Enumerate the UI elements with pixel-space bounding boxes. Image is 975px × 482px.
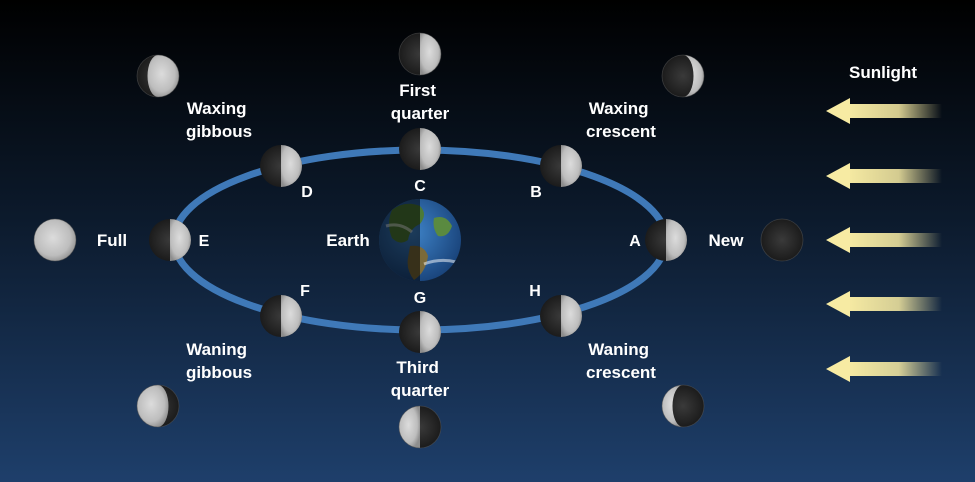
phase-label-waning-gibbous: Waning gibbous	[186, 340, 252, 382]
position-letter-b: B	[530, 184, 542, 201]
orbit-moon-f	[260, 295, 302, 337]
phase-label-waxing-crescent: Waxing crescent	[586, 99, 656, 141]
phase-view-moon-e	[33, 218, 77, 262]
earth-icon	[379, 199, 461, 281]
phase-label-third-quarter: Third quarter	[391, 358, 450, 400]
position-letter-g: G	[414, 290, 426, 307]
phase-view-moon-f	[136, 384, 180, 428]
orbit-moon-a	[645, 219, 687, 261]
phase-label-waning-crescent: Waning crescent	[586, 340, 656, 382]
phase-label-first-quarter: First quarter	[391, 81, 450, 123]
orbit-moon-g	[399, 311, 441, 353]
sunlight-arrow	[826, 356, 942, 382]
orbit-moon-b	[540, 145, 582, 187]
phase-label-new: New	[709, 231, 745, 250]
position-letter-a: A	[629, 233, 641, 250]
phase-view-moon-a	[760, 218, 804, 262]
phase-view-moons	[33, 32, 804, 449]
sunlight-arrow	[826, 163, 942, 189]
phase-view-moon-d	[136, 54, 180, 98]
phase-view-moon-g	[398, 405, 442, 449]
sunlight-arrow	[826, 227, 942, 253]
sunlight-label: Sunlight	[849, 63, 917, 82]
sunlight-arrow	[826, 291, 942, 317]
position-letter-c: C	[414, 178, 426, 195]
orbit-moon-d	[260, 145, 302, 187]
orbit-moon-e	[149, 219, 191, 261]
phase-view-moon-b	[661, 54, 705, 98]
position-letter-d: D	[301, 184, 313, 201]
earth-label: Earth	[326, 231, 369, 250]
position-letter-h: H	[529, 283, 541, 300]
position-letter-f: F	[300, 283, 310, 300]
sunlight-arrows	[826, 98, 942, 382]
orbit-moons	[149, 128, 687, 353]
sunlight-arrow	[826, 98, 942, 124]
orbit-moon-c	[399, 128, 441, 170]
phase-view-moon-c	[398, 32, 442, 76]
position-letter-e: E	[199, 233, 210, 250]
phase-view-moon-h	[661, 384, 705, 428]
orbit-moon-h	[540, 295, 582, 337]
phase-label-full: Full	[97, 231, 127, 250]
phase-label-waxing-gibbous: Waxing gibbous	[186, 99, 252, 141]
